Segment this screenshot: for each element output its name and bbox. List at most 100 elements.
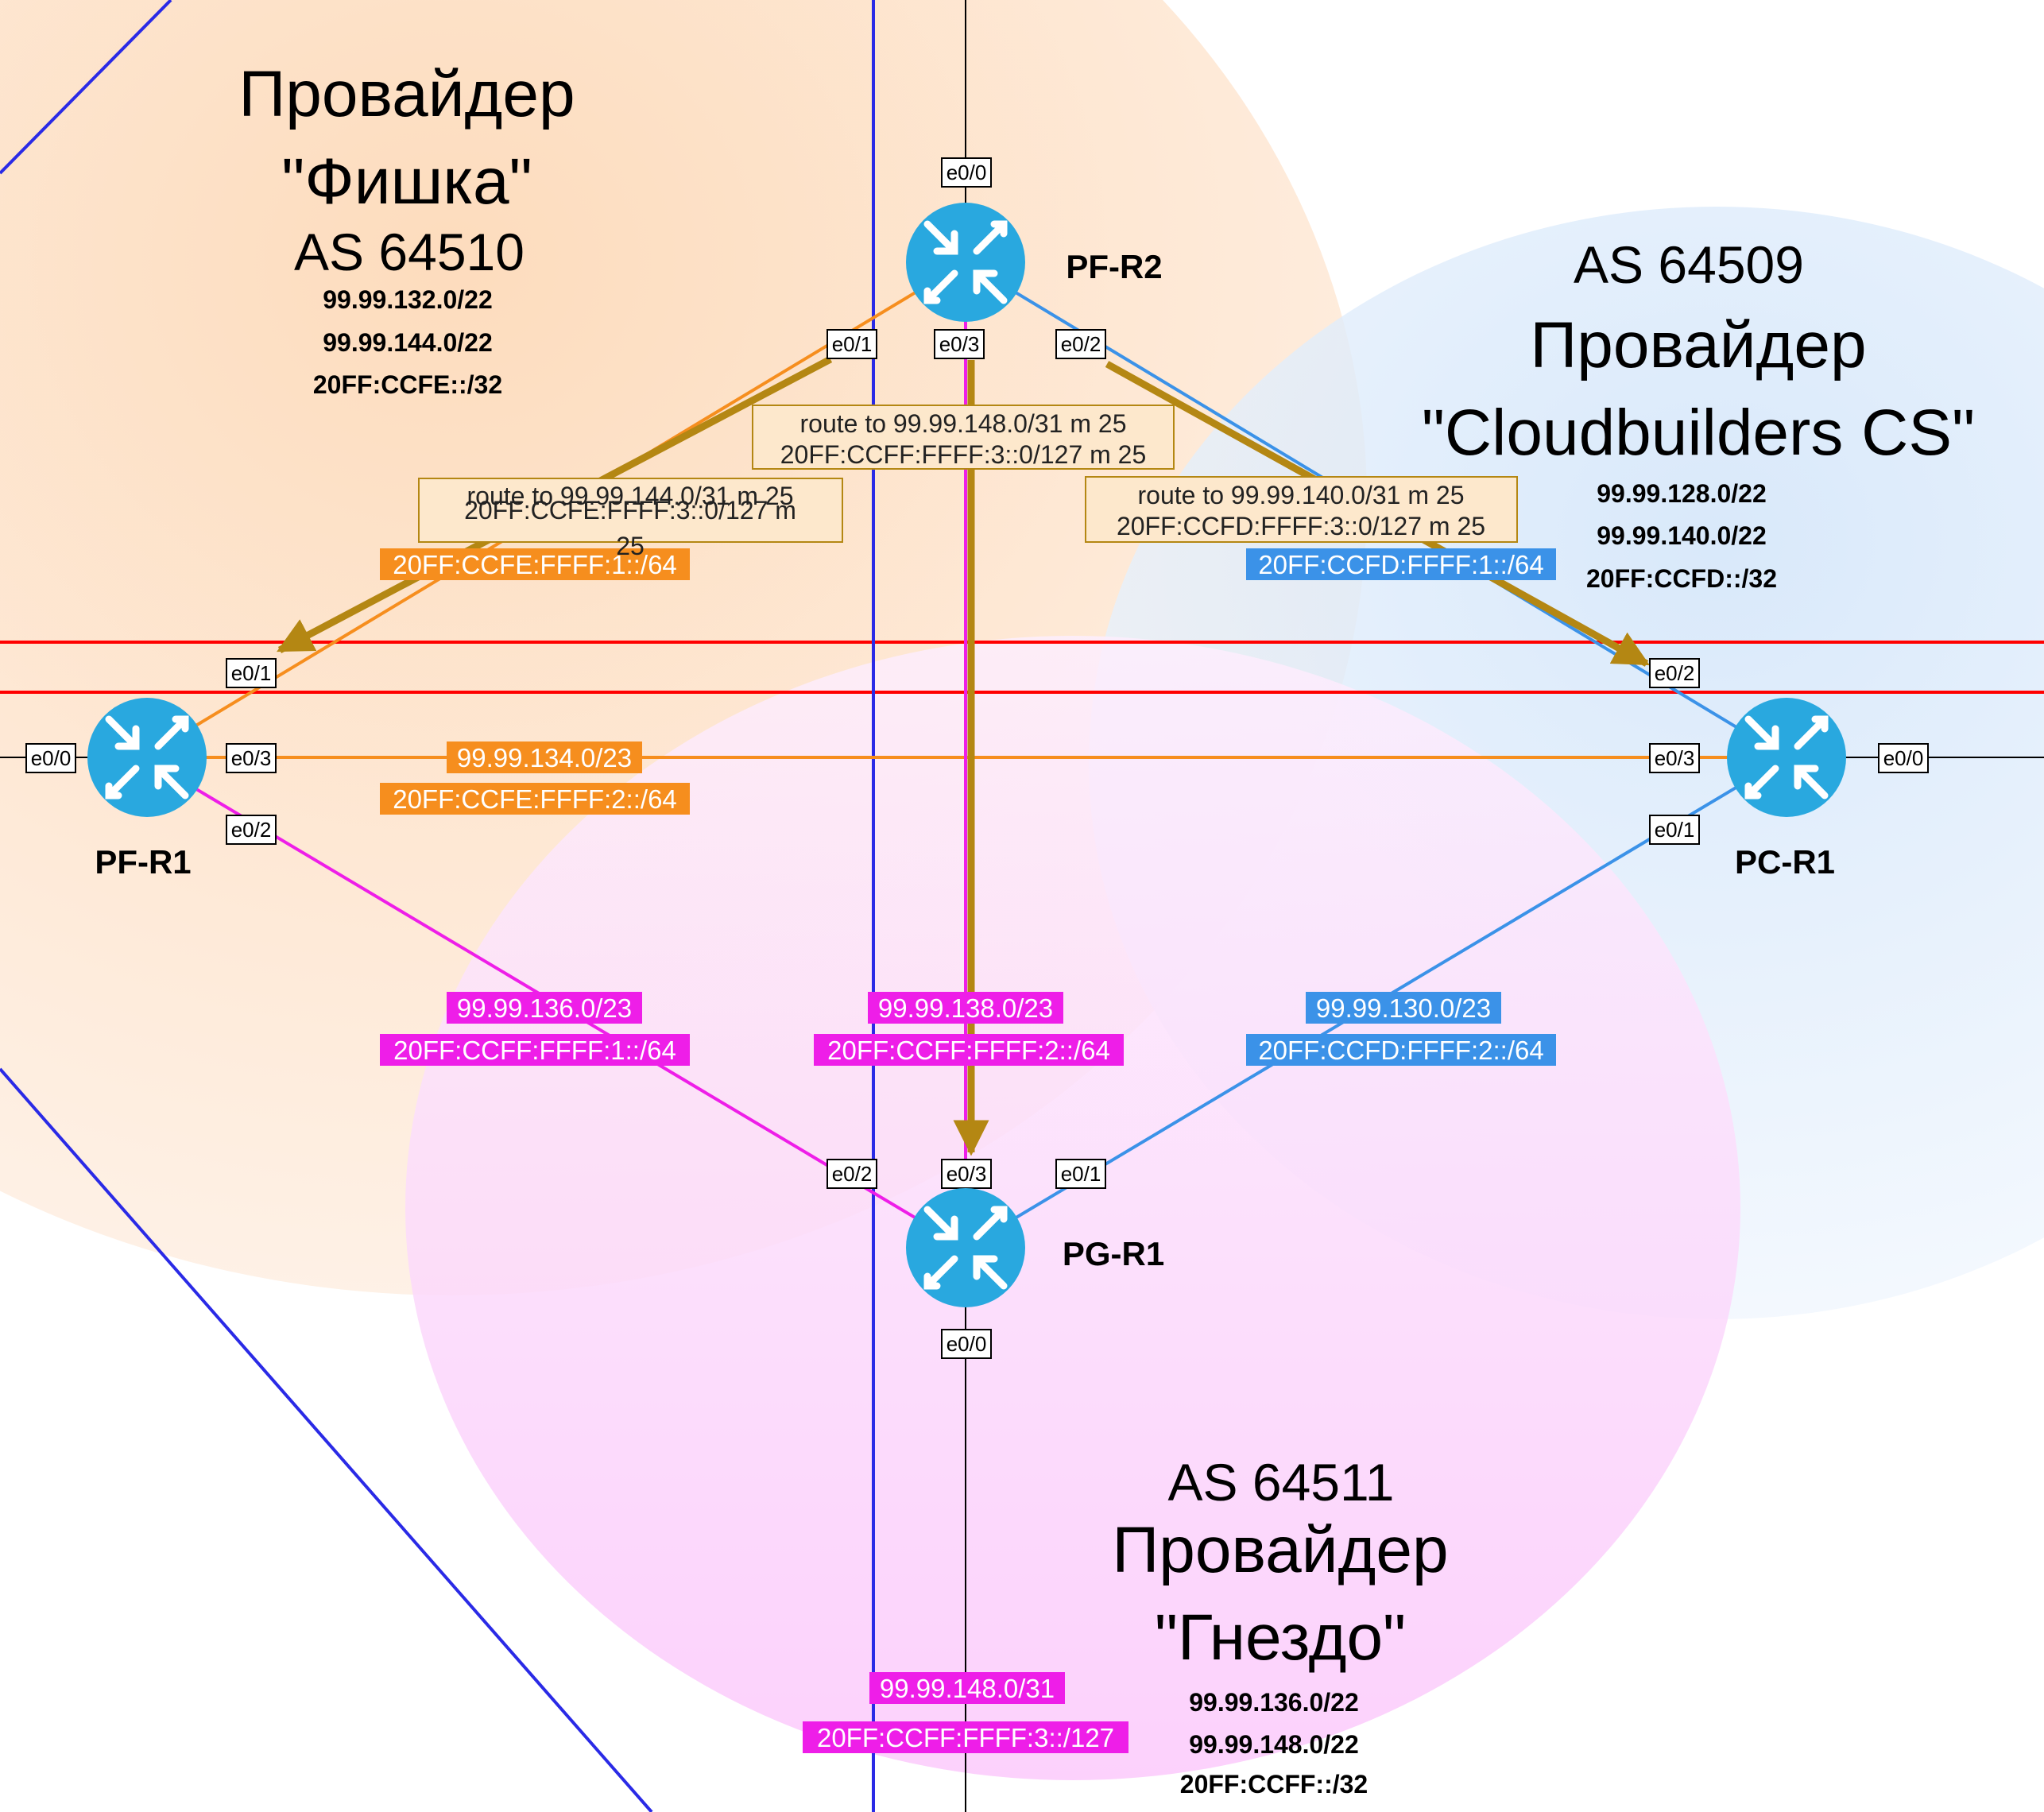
route-text: route to 99.99.144.0/31 m 25 — [467, 482, 794, 510]
router-label: PF-R1 — [95, 843, 191, 881]
blue-line-diag-top — [0, 0, 172, 175]
port-text: e0/1 — [231, 661, 272, 685]
port-text: e0/0 — [947, 1332, 987, 1356]
router-pf-r1[interactable]: PF-R1 — [87, 698, 207, 881]
region-title-line1: Провайдер — [1112, 1514, 1448, 1586]
net-label-pf1-pc1-v4: 99.99.134.0/23 — [447, 741, 642, 773]
router-label: PG-R1 — [1063, 1235, 1164, 1272]
route-text: route to 99.99.140.0/31 m 25 — [1138, 481, 1465, 509]
port-text: e0/0 — [947, 161, 987, 184]
route-text: 25 — [616, 532, 645, 560]
port-pf-r2-e01: e0/1 — [827, 329, 877, 359]
router-pg-r1[interactable]: PG-R1 — [906, 1188, 1164, 1307]
port-pf-r2-e02: e0/2 — [1055, 329, 1106, 359]
net-label-pf1-pc1-v6: 20FF:CCFE:FFFF:2::/64 — [380, 783, 690, 815]
port-pg-r1-e00: e0/0 — [941, 1329, 992, 1359]
net-text: 20FF:CCFF:FFFF:2::/64 — [827, 1036, 1110, 1065]
router-pf-r2[interactable]: PF-R2 — [906, 203, 1163, 322]
port-pf-r2-e00: e0/0 — [941, 157, 992, 188]
port-text: e0/3 — [939, 332, 980, 356]
port-text: e0/0 — [31, 746, 72, 770]
port-pf-r1-e01: e0/1 — [226, 658, 277, 688]
region-gnezdo-title: AS 64511 Провайдер "Гнездо" 99.99.136.0/… — [1112, 1453, 1448, 1798]
region-prefix: 99.99.140.0/22 — [1597, 521, 1767, 550]
router-label: PF-R2 — [1066, 248, 1162, 285]
port-pf-r1-e00: e0/0 — [25, 743, 76, 773]
net-label-pg1-ext-v6: 20FF:CCFF:FFFF:3::/127 — [803, 1721, 1128, 1753]
region-prefix: 99.99.128.0/22 — [1597, 479, 1767, 508]
net-text: 99.99.138.0/23 — [878, 993, 1053, 1023]
net-label-pf1-pg1-v6: 20FF:CCFF:FFFF:1::/64 — [380, 1034, 690, 1066]
net-label-pf2-pg1-v4: 99.99.138.0/23 — [868, 992, 1063, 1024]
port-pg-r1-e01: e0/1 — [1055, 1159, 1106, 1189]
net-label-pf1-pg1-v4: 99.99.136.0/23 — [447, 992, 642, 1024]
router-icon — [87, 698, 207, 817]
region-prefix: 20FF:CCFF::/32 — [1180, 1770, 1368, 1798]
port-text: e0/0 — [1883, 746, 1924, 770]
port-pf-r2-e03: e0/3 — [934, 329, 985, 359]
region-title-line1: Провайдер — [238, 58, 575, 130]
port-pc-r1-e01: e0/1 — [1649, 815, 1700, 845]
region-fishka-title: Провайдер "Фишка" AS 64510 99.99.132.0/2… — [238, 58, 575, 399]
port-pf-r1-e02: e0/2 — [226, 815, 277, 845]
region-prefix: 99.99.144.0/22 — [323, 328, 493, 357]
route-box-to-pg-r1: route to 99.99.148.0/31 m 25 20FF:CCFF:F… — [752, 405, 1175, 470]
route-text: 20FF:CCFE:FFFF:3::0/127 m — [464, 496, 796, 525]
port-text: e0/1 — [1655, 818, 1695, 842]
net-text: 20FF:CCFD:FFFF:1::/64 — [1258, 550, 1543, 579]
port-text: e0/1 — [1061, 1162, 1101, 1186]
router-icon — [906, 1188, 1025, 1307]
net-label-pg1-ext-v4: 99.99.148.0/31 — [869, 1672, 1065, 1704]
router-icon — [906, 203, 1025, 322]
router-label: PC-R1 — [1735, 843, 1835, 881]
port-text: e0/2 — [832, 1162, 873, 1186]
port-pg-r1-e02: e0/2 — [827, 1159, 877, 1189]
region-title-line2: "Фишка" — [281, 145, 532, 218]
blue-line-diag-bottom — [0, 1067, 653, 1812]
net-label-pf2-pc1-v6: 20FF:CCFD:FFFF:1::/64 — [1246, 548, 1556, 580]
net-label-pf2-pg1-v6: 20FF:CCFF:FFFF:2::/64 — [814, 1034, 1124, 1066]
route-text: route to 99.99.148.0/31 m 25 — [800, 409, 1127, 438]
route-box-to-pc-r1: route to 99.99.140.0/31 m 25 20FF:CCFD:F… — [1085, 476, 1518, 543]
net-text: 20FF:CCFE:FFFF:2::/64 — [393, 784, 677, 814]
route-box-to-pf-r1: route to 99.99.144.0/31 m 25 20FF:CCFE:F… — [418, 478, 843, 560]
route-text: 20FF:CCFD:FFFF:3::0/127 m 25 — [1117, 512, 1485, 540]
region-gnezdo — [405, 636, 1740, 1780]
region-title-line2: "Гнездо" — [1155, 1601, 1406, 1674]
port-text: e0/3 — [231, 746, 272, 770]
net-text: 20FF:CCFF:FFFF:1::/64 — [393, 1036, 676, 1065]
net-text: 20FF:CCFF:FFFF:3::/127 — [817, 1723, 1114, 1752]
region-prefix: 20FF:CCFE::/32 — [313, 370, 502, 399]
router-pc-r1[interactable]: PC-R1 — [1727, 698, 1846, 881]
region-prefix: 20FF:CCFD::/32 — [1586, 564, 1777, 593]
port-text: e0/1 — [832, 332, 873, 356]
port-text: e0/3 — [947, 1162, 987, 1186]
port-text: e0/2 — [1655, 661, 1695, 685]
region-title-line1: Провайдер — [1530, 309, 1866, 381]
port-pc-r1-e02: e0/2 — [1649, 658, 1700, 688]
region-prefix: 99.99.132.0/22 — [323, 285, 493, 314]
port-text: e0/2 — [231, 818, 272, 842]
port-pf-r1-e03: e0/3 — [226, 743, 277, 773]
net-label-pf2-pf1-v6: 20FF:CCFE:FFFF:1::/64 — [380, 548, 690, 580]
net-text: 99.99.130.0/23 — [1316, 993, 1491, 1023]
region-title-line2: "Cloudbuilders CS" — [1422, 397, 1975, 469]
route-text: 20FF:CCFF:FFFF:3::0/127 m 25 — [780, 440, 1147, 469]
net-label-pc1-pg1-v6: 20FF:CCFD:FFFF:2::/64 — [1246, 1034, 1556, 1066]
region-as-number: AS 64509 — [1574, 235, 1804, 294]
port-text: e0/2 — [1061, 332, 1101, 356]
port-text: e0/3 — [1655, 746, 1695, 770]
net-text: 99.99.148.0/31 — [880, 1674, 1055, 1703]
net-text: 99.99.134.0/23 — [457, 743, 632, 772]
region-as-number: AS 64510 — [294, 223, 525, 281]
net-text: 99.99.136.0/23 — [457, 993, 632, 1023]
port-pc-r1-e00: e0/0 — [1878, 743, 1929, 773]
router-icon — [1727, 698, 1846, 817]
net-label-pc1-pg1-v4: 99.99.130.0/23 — [1306, 992, 1501, 1024]
port-pc-r1-e03: e0/3 — [1649, 743, 1700, 773]
port-pg-r1-e03: e0/3 — [941, 1159, 992, 1189]
region-prefix: 99.99.136.0/22 — [1189, 1688, 1359, 1717]
net-text: 20FF:CCFD:FFFF:2::/64 — [1258, 1036, 1543, 1065]
region-cloudbuilders-title: AS 64509 Провайдер "Cloudbuilders CS" 99… — [1422, 235, 1975, 593]
